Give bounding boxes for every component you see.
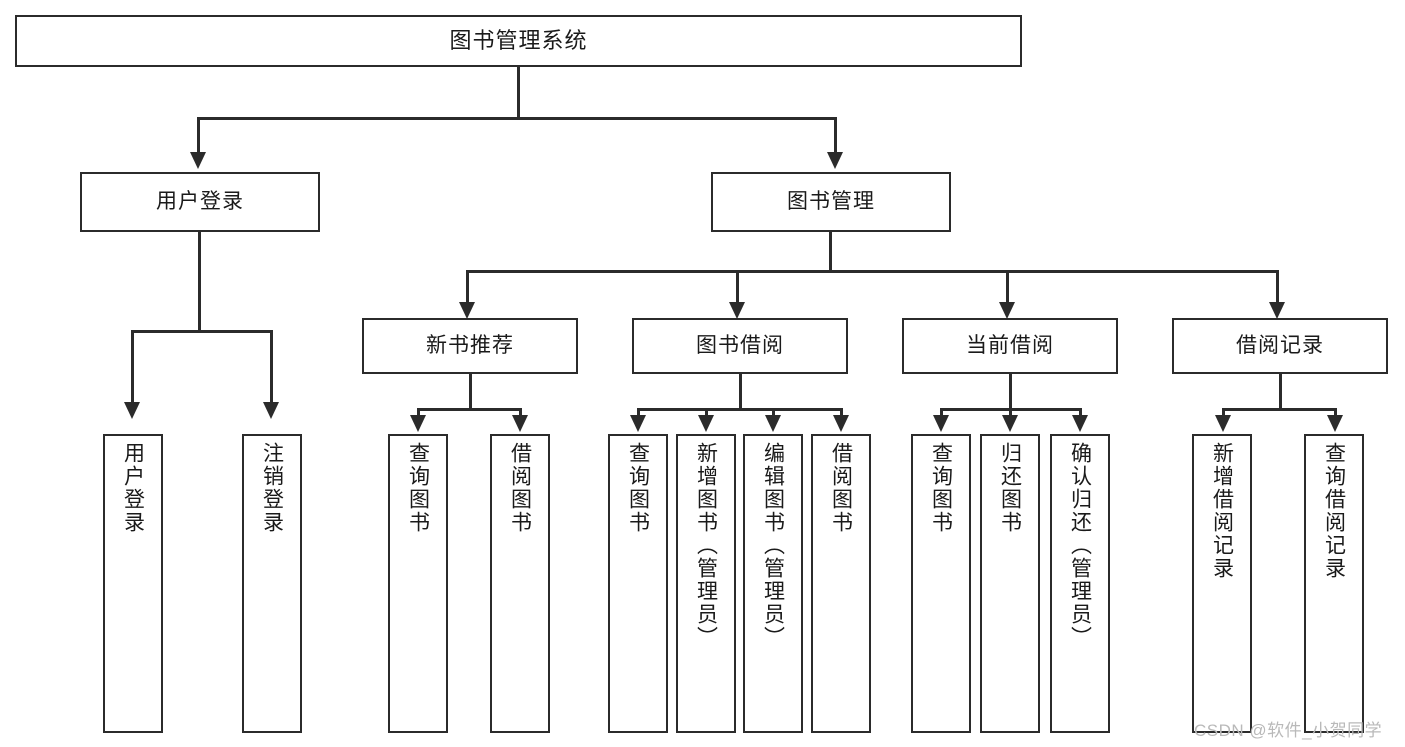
node-label: 借阅图书	[829, 442, 853, 534]
arrowhead-level3-4	[1269, 302, 1285, 319]
node-label: 图书管理	[787, 189, 875, 213]
node-label: 用户登录	[156, 189, 244, 213]
arrowhead-new-book-child-1	[410, 415, 426, 432]
node-label: 图书借阅	[696, 333, 784, 357]
node-label: 确认归还（管理员）	[1068, 442, 1092, 649]
node-leaf-query-book-recommend[interactable]: 查询图书	[388, 434, 448, 733]
node-label: 编辑图书（管理员）	[761, 442, 785, 649]
connector-current-borrow-child-3	[1079, 408, 1082, 420]
node-label: 新增借阅记录	[1210, 442, 1234, 580]
arrowhead-book-borrow-child-4	[833, 415, 849, 432]
connector-book-manage-child-2	[736, 270, 739, 305]
node-label: 新增图书（管理员）	[694, 442, 718, 649]
node-user-login[interactable]: 用户登录	[80, 172, 320, 232]
node-new-book-recommend[interactable]: 新书推荐	[362, 318, 578, 374]
node-root-system[interactable]: 图书管理系统	[15, 15, 1022, 67]
node-leaf-query-book-current[interactable]: 查询图书	[911, 434, 971, 733]
connector-book-manage-stem	[829, 232, 832, 272]
connector-book-borrow-child-2	[705, 408, 708, 420]
arrowhead-user-login-child-1	[124, 402, 140, 419]
arrowhead-user-login	[190, 152, 206, 169]
connector-book-manage-child-3	[1006, 270, 1009, 305]
node-leaf-logout[interactable]: 注销登录	[242, 434, 302, 733]
connector-user-login-stem	[198, 232, 201, 332]
connector-book-borrow-bus	[637, 408, 842, 411]
node-leaf-query-book-borrow[interactable]: 查询图书	[608, 434, 668, 733]
node-label: 查询图书	[406, 442, 430, 534]
node-leaf-edit-book-admin[interactable]: 编辑图书（管理员）	[743, 434, 803, 733]
connector-current-borrow-child-1	[940, 408, 943, 420]
connector-book-borrow-child-4	[840, 408, 843, 420]
arrowhead-borrow-record-child-1	[1215, 415, 1231, 432]
node-label: 注销登录	[260, 442, 284, 534]
node-label: 查询图书	[929, 442, 953, 534]
arrowhead-current-borrow-child-2	[1002, 415, 1018, 432]
node-book-manage[interactable]: 图书管理	[711, 172, 951, 232]
connector-book-manage-bus	[466, 270, 1278, 273]
node-leaf-add-borrow-record[interactable]: 新增借阅记录	[1192, 434, 1252, 733]
node-leaf-confirm-return-admin[interactable]: 确认归还（管理员）	[1050, 434, 1110, 733]
node-label: 用户登录	[121, 442, 145, 534]
connector-book-borrow-child-3	[772, 408, 775, 420]
arrowhead-book-borrow-child-2	[698, 415, 714, 432]
connector-new-book-stem	[469, 374, 472, 410]
arrowhead-current-borrow-child-3	[1072, 415, 1088, 432]
connector-root-stem	[517, 67, 520, 119]
connector-root-bus	[197, 117, 837, 120]
connector-user-login-child-2	[270, 330, 273, 405]
arrowhead-new-book-child-2	[512, 415, 528, 432]
node-borrow-record[interactable]: 借阅记录	[1172, 318, 1388, 374]
node-label: 归还图书	[998, 442, 1022, 534]
connector-borrow-record-child-1	[1222, 408, 1225, 420]
arrowhead-book-borrow-child-1	[630, 415, 646, 432]
watermark-text: CSDN @软件_小贺同学	[1194, 721, 1383, 740]
connector-current-borrow-stem	[1009, 374, 1012, 410]
arrowhead-book-borrow-child-3	[765, 415, 781, 432]
node-leaf-add-book-admin[interactable]: 新增图书（管理员）	[676, 434, 736, 733]
node-label: 当前借阅	[966, 333, 1054, 357]
connector-user-login-bus	[131, 330, 273, 333]
node-current-borrow[interactable]: 当前借阅	[902, 318, 1118, 374]
node-leaf-return-book[interactable]: 归还图书	[980, 434, 1040, 733]
node-label: 查询图书	[626, 442, 650, 534]
connector-borrow-record-stem	[1279, 374, 1282, 410]
node-leaf-user-login[interactable]: 用户登录	[103, 434, 163, 733]
node-book-borrow[interactable]: 图书借阅	[632, 318, 848, 374]
node-leaf-query-borrow-record[interactable]: 查询借阅记录	[1304, 434, 1364, 733]
arrowhead-level3-2	[729, 302, 745, 319]
node-label: 借阅记录	[1236, 333, 1324, 357]
node-label: 图书管理系统	[449, 28, 588, 54]
connector-current-borrow-child-2	[1009, 408, 1012, 420]
connector-new-book-child-1	[417, 408, 420, 420]
connector-to-book-manage	[834, 117, 837, 155]
arrowhead-level3-1	[459, 302, 475, 319]
arrowhead-book-manage	[827, 152, 843, 169]
connector-user-login-child-1	[131, 330, 134, 405]
connector-new-book-bus	[417, 408, 522, 411]
connector-book-borrow-child-1	[637, 408, 640, 420]
node-leaf-borrow-book[interactable]: 借阅图书	[811, 434, 871, 733]
node-label: 借阅图书	[508, 442, 532, 534]
arrowhead-user-login-child-2	[263, 402, 279, 419]
connector-to-user-login	[197, 117, 200, 155]
arrowhead-current-borrow-child-1	[933, 415, 949, 432]
node-label: 新书推荐	[426, 333, 514, 357]
arrowhead-level3-3	[999, 302, 1015, 319]
connector-book-manage-child-4	[1276, 270, 1279, 305]
connector-borrow-record-child-2	[1334, 408, 1337, 420]
node-label: 查询借阅记录	[1322, 442, 1346, 580]
node-leaf-borrow-book-recommend[interactable]: 借阅图书	[490, 434, 550, 733]
connector-borrow-record-bus	[1222, 408, 1337, 411]
connector-new-book-child-2	[519, 408, 522, 420]
connector-book-manage-child-1	[466, 270, 469, 305]
connector-book-borrow-stem	[739, 374, 742, 410]
arrowhead-borrow-record-child-2	[1327, 415, 1343, 432]
